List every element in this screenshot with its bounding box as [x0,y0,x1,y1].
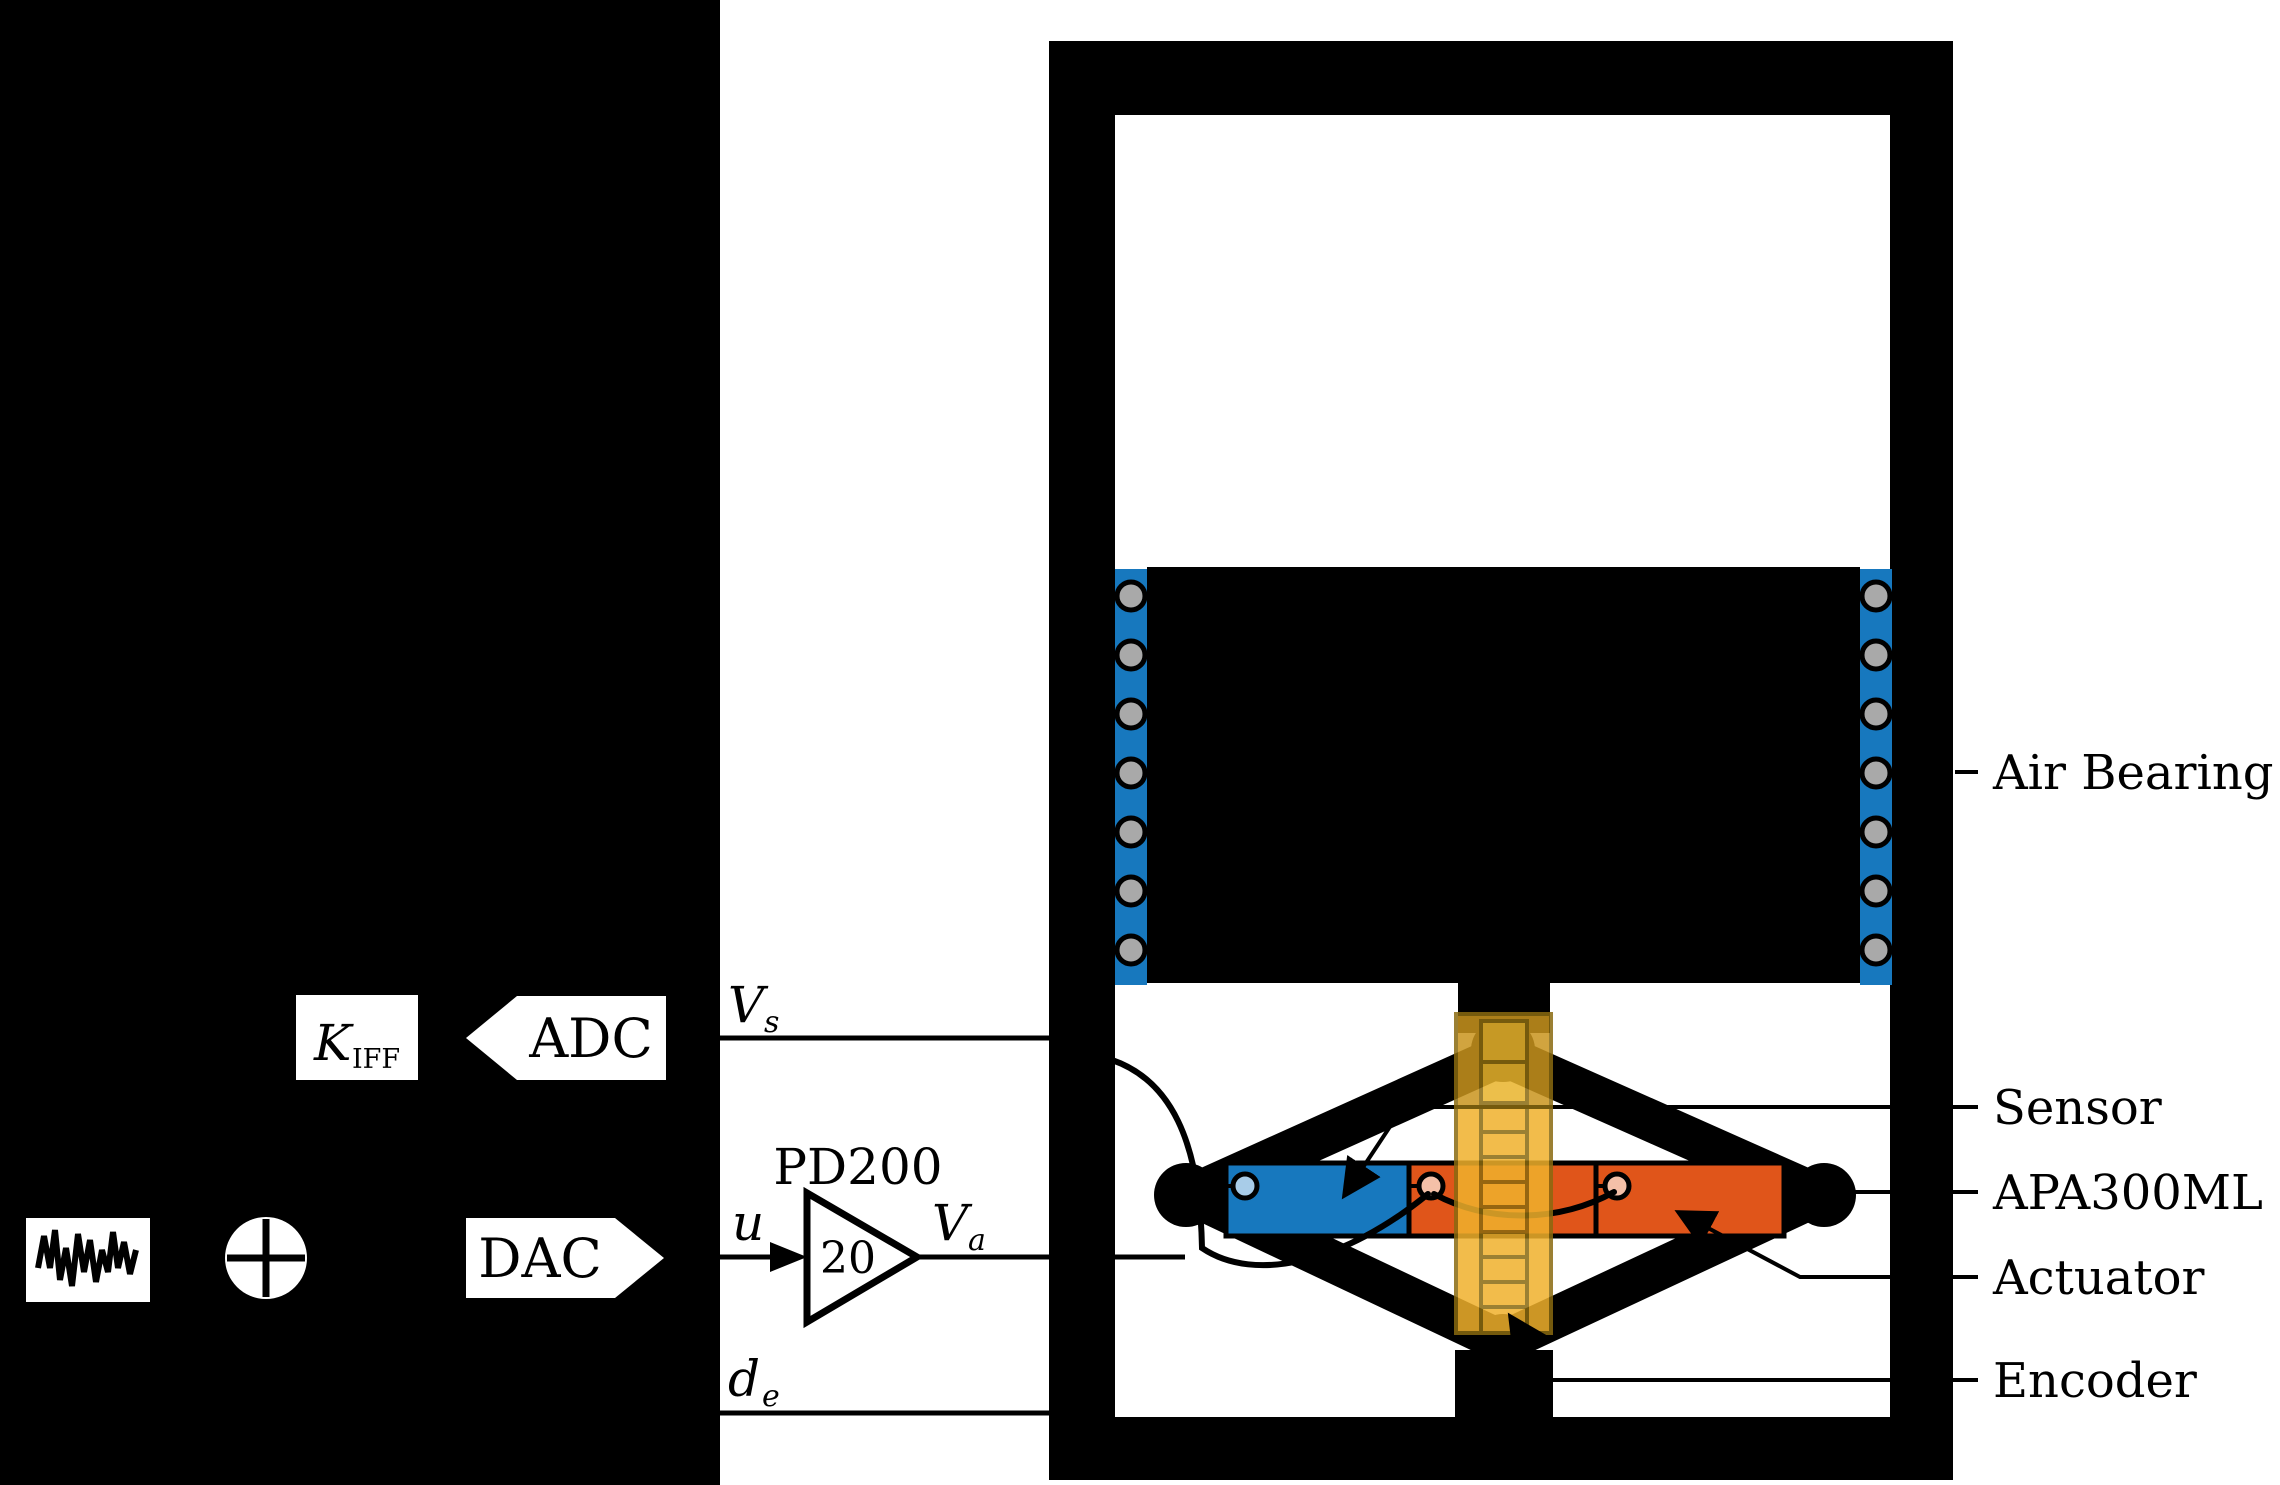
encoder-scale [1454,1012,1553,1335]
actuator-terminal-1 [1416,1171,1446,1201]
u-arrowhead [770,1242,807,1272]
apa-right-hinge [1792,1163,1856,1227]
svg-text:V: V [728,976,769,1034]
svg-text:e: e [762,1379,780,1414]
adc-block: ADC [466,996,666,1080]
amp-gain-label: 20 [820,1233,876,1284]
sensor-label: Sensor [1993,1080,2162,1136]
frame-bottom-bar [1049,1417,1953,1480]
air-bearing-strip-left [1114,569,1148,985]
svg-text:a: a [968,1223,986,1258]
payload-mass [1147,567,1860,983]
sum-junction-icon [225,1217,307,1299]
sensor-voltage-wire [1109,1057,1431,1269]
apa-label: APA300ML [1992,1165,2263,1221]
iff-controller-box: K IFF [296,995,418,1080]
granite-frame [1049,41,1953,1480]
svg-text:d: d [728,1350,760,1408]
actuator-label: Actuator [1992,1250,2205,1306]
iff-gain-subscript: IFF [352,1044,400,1075]
sensor-pointer [1341,1105,1978,1200]
frame-left-bar [1049,41,1115,1480]
sensor-terminal [1230,1171,1260,1201]
noise-source-icon [26,1218,150,1302]
svg-text:V: V [932,1194,973,1252]
air-bearing-strip-right [1859,569,1893,985]
adc-label: ADC [528,1007,653,1070]
amplifier-triangle: 20 [803,1186,924,1329]
air-bearing-rollers-right [1859,579,1893,967]
frame-right-bar [1890,41,1953,1480]
apa-left-hinge [1154,1163,1218,1227]
air-bearing-label: Air Bearing [1992,745,2273,801]
vs-label: V s [728,976,779,1040]
svg-text:s: s [764,1005,779,1040]
encoder-graduations [1479,1107,1529,1333]
va-label: V a [932,1194,986,1258]
dac-label: DAC [478,1227,602,1290]
encoder-label: Encoder [1993,1353,2197,1409]
actuator-pointer [1674,1210,1978,1279]
u-label: u [732,1194,764,1252]
de-label: d e [728,1350,780,1414]
encoder-pointer [1507,1312,1978,1382]
iff-gain-label: K [313,1014,354,1072]
amp-model-label: PD200 [773,1138,942,1196]
frame-top-bar [1049,41,1953,115]
dac-block: DAC [466,1218,664,1298]
air-bearing-rollers-left [1114,579,1148,967]
